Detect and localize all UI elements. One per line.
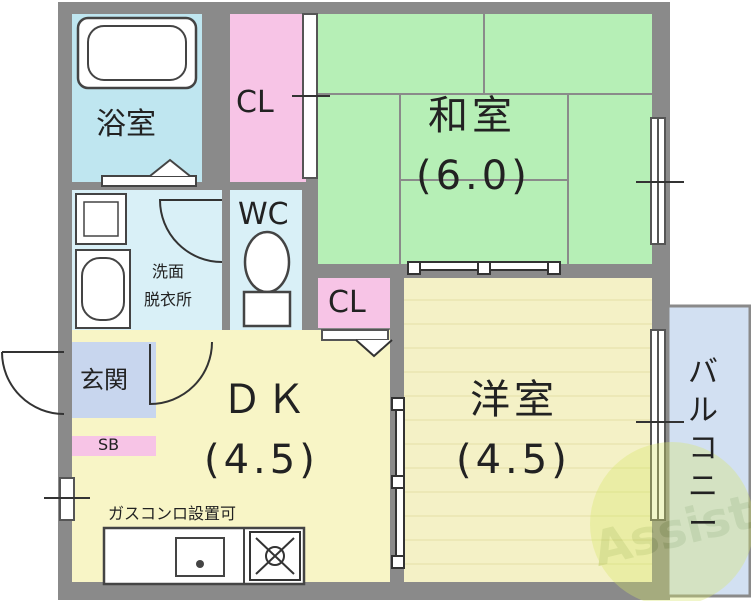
- kitchen-counter: [102, 526, 306, 586]
- inner-door-dk: [149, 341, 213, 406]
- stove-note: ガスコンロ設置可: [108, 504, 237, 523]
- balcony-area: [666, 304, 751, 598]
- balcony-label: バルコニー: [688, 355, 718, 542]
- stove-icon: [249, 531, 301, 581]
- washroom-label-line1: 洗面: [152, 262, 185, 281]
- tatami-lines: [318, 14, 652, 264]
- dk-label: ＤＫ: [222, 377, 310, 423]
- closet-upper-label: CL: [236, 85, 274, 120]
- closet-lower-area: [318, 278, 390, 328]
- dk-size: (4.5): [204, 437, 319, 483]
- washroom-door-swing: [158, 199, 223, 263]
- window-right-western: [636, 329, 684, 521]
- western-room-area: [404, 278, 652, 582]
- japanese-room-size: (6.0): [416, 153, 531, 199]
- closet-lower-label: CL: [328, 285, 366, 320]
- bath-label: 浴室: [96, 107, 156, 142]
- closet-upper-area: [230, 14, 306, 182]
- wc-label: WC: [238, 197, 289, 232]
- japanese-room-label: 和室: [428, 93, 516, 139]
- window-left-dk: [44, 477, 90, 521]
- watermark-logo: Assist: [588, 442, 751, 601]
- closet-lower-door: [321, 329, 393, 358]
- entrance-area: [72, 342, 156, 418]
- sliding-door-western: [391, 397, 405, 569]
- western-room-size: (4.5): [456, 437, 571, 483]
- western-room-label: 洋室: [470, 377, 558, 423]
- sliding-door-japanese: [407, 261, 561, 275]
- window-right-japanese: [636, 117, 684, 245]
- shoe-box-area: [72, 436, 156, 456]
- shoe-box-label: SB: [98, 435, 120, 454]
- bath-door: [101, 158, 197, 187]
- washroom-label-line2: 脱衣所: [144, 290, 193, 309]
- washbasin: [75, 193, 127, 245]
- toilet: [242, 230, 292, 328]
- entrance-door: [1, 351, 65, 415]
- flooring-lines: [404, 299, 652, 565]
- washing-machine: [75, 249, 131, 329]
- entrance-label: 玄関: [80, 366, 128, 394]
- closet-upper-door: [292, 13, 330, 179]
- bathtub: [76, 16, 198, 90]
